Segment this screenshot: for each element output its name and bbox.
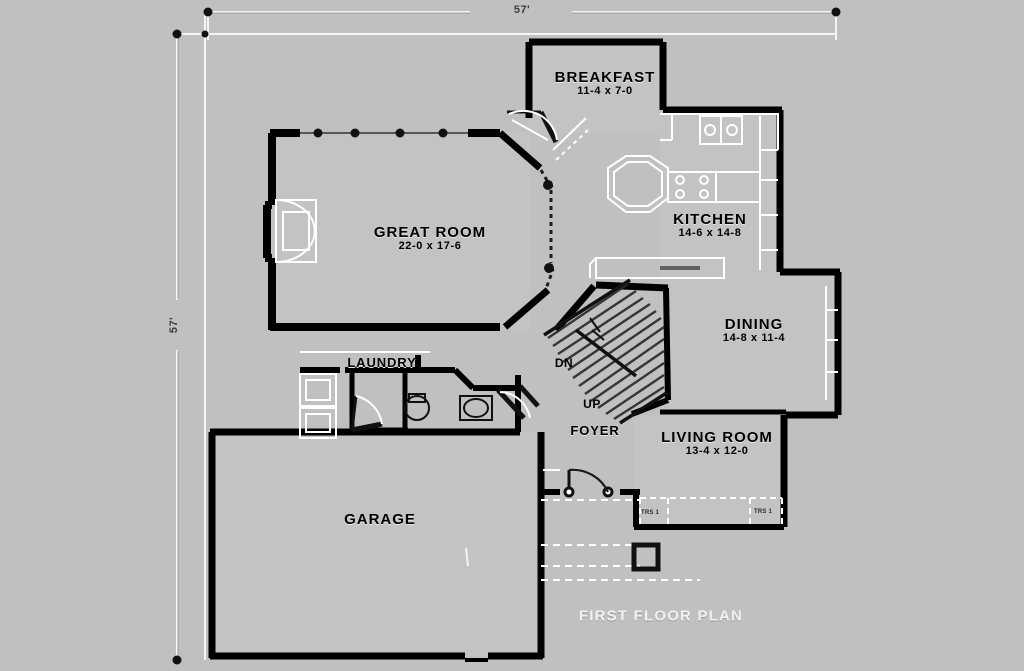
porch-column (631, 542, 661, 572)
dimension-end-dots (172, 7, 841, 665)
fireplace-icon (275, 199, 317, 263)
walls (208, 38, 842, 662)
column-markers (313, 128, 554, 273)
misc-detail-lines (300, 117, 589, 471)
powder-door-arc (499, 391, 531, 419)
lavatory-icon (459, 395, 493, 421)
window-boxes (639, 497, 783, 526)
dimension-lines (176, 11, 837, 660)
sink-icon (699, 115, 743, 145)
cooktop-icon (667, 171, 761, 203)
front-porch (541, 499, 700, 581)
garage-floor-marks (465, 547, 469, 567)
door-swing-arc (508, 109, 558, 141)
stair-stringer (543, 278, 669, 425)
entry-door-swing (563, 470, 614, 498)
toilet-icon (404, 393, 430, 421)
kitchen-island-icon (607, 155, 669, 213)
dimension-line-darks (177, 12, 836, 659)
dining-bay-windows (825, 286, 838, 400)
kitchen-peninsula (589, 257, 725, 279)
room-floor-fills (210, 42, 840, 656)
washer-icon (299, 373, 337, 407)
stair-rail (589, 317, 605, 341)
dryer-icon (299, 407, 337, 439)
entry-door-arc (568, 468, 609, 493)
powder-door-swing (496, 384, 540, 420)
laundry-door-swing (350, 395, 383, 433)
laundry-door-arc (355, 395, 383, 425)
